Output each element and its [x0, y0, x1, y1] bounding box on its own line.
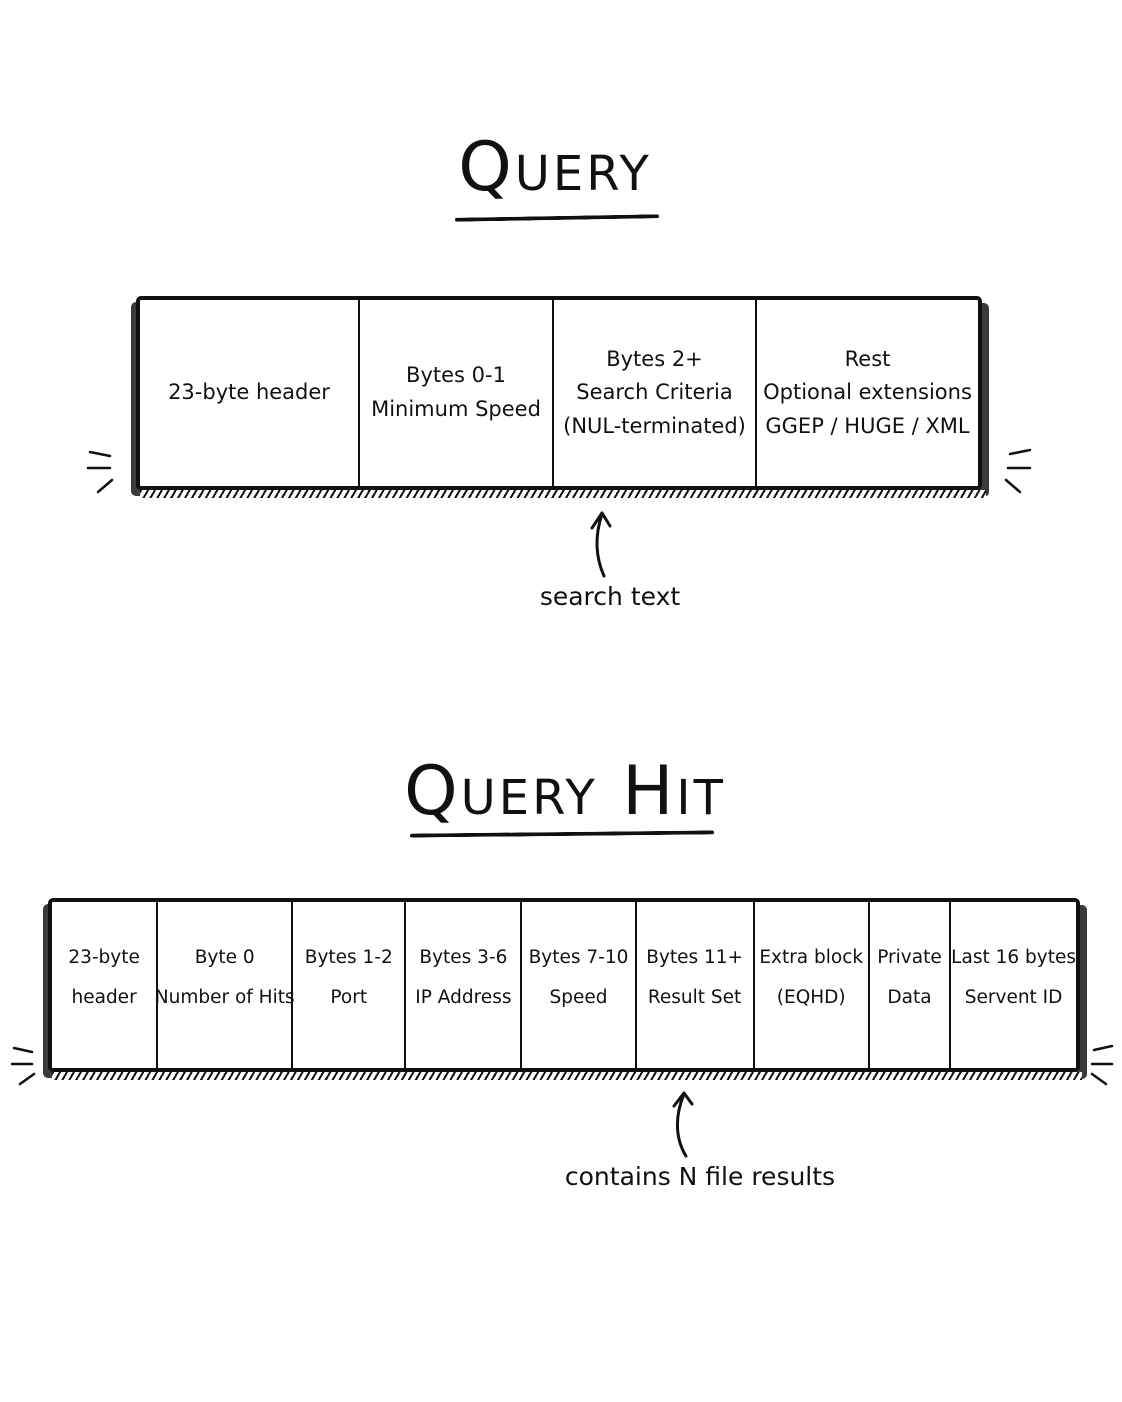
cell-line: Bytes 0-1: [406, 363, 506, 388]
cell-line: GGEP / HUGE / XML: [765, 413, 970, 438]
query-spark-left-icon: [86, 450, 114, 494]
cell-line: 23-byte: [68, 947, 140, 968]
cell-line: Minimum Speed: [371, 397, 541, 421]
query-cell-search-criteria: Bytes 2+ Search Criteria (NUL-terminated…: [554, 300, 757, 486]
cell-line: header: [71, 986, 137, 1008]
query-hit-title: Query Hit: [360, 752, 770, 842]
query-hit-packet-shadow-hatch: [52, 1072, 1082, 1080]
cell-line: 23-byte header: [168, 380, 330, 405]
query-hit-spark-right-icon: [1090, 1044, 1114, 1086]
cell-line: IP Address: [415, 986, 512, 1008]
query-arrow-up-icon: [590, 511, 612, 578]
cell-line: Number of Hits: [154, 986, 295, 1008]
query-hit-cell-private-data: Private Data: [870, 902, 952, 1068]
cell-line: Data: [887, 986, 932, 1008]
query-spark-right-icon: [1004, 448, 1032, 494]
query-hit-packet: 23-byte header Byte 0 Number of Hits Byt…: [48, 898, 1080, 1072]
cell-line: Private: [877, 947, 942, 968]
query-hit-cell-ip-address: Bytes 3-6 IP Address: [406, 902, 523, 1068]
query-hit-annotation: contains N file results: [564, 1162, 836, 1191]
query-packet: 23-byte header Bytes 0-1 Minimum Speed B…: [136, 296, 982, 490]
cell-line: Bytes 7-10: [528, 947, 629, 968]
cell-line: Search Criteria: [576, 380, 733, 405]
cell-line: Port: [330, 986, 368, 1008]
cell-line: Servent ID: [964, 986, 1063, 1008]
cell-line: Optional extensions: [763, 380, 972, 405]
query-cell-min-speed: Bytes 0-1 Minimum Speed: [360, 300, 554, 486]
cell-line: Bytes 11+: [646, 947, 744, 968]
cell-line: (NUL-terminated): [563, 413, 746, 438]
query-hit-cell-speed: Bytes 7-10 Speed: [522, 902, 637, 1068]
query-hit-cell-number-of-hits: Byte 0 Number of Hits: [154, 902, 295, 1068]
cell-line: Result Set: [647, 986, 742, 1008]
query-hit-arrow-up-icon: [672, 1091, 694, 1158]
query-cell-rest: Rest Optional extensions GGEP / HUGE / X…: [757, 300, 978, 486]
query-cell-header: 23-byte header: [140, 300, 360, 486]
cell-line: Speed: [549, 986, 608, 1008]
cell-line: Rest: [844, 346, 891, 371]
cell-line: Bytes 2+: [606, 346, 703, 371]
query-title: Query: [420, 128, 690, 218]
query-hit-cell-extra-block: Extra block (EQHD): [755, 902, 870, 1068]
query-hit-cell-result-set: Bytes 11+ Result Set: [637, 902, 755, 1068]
query-hit-cell-port: Bytes 1-2 Port: [293, 902, 407, 1068]
query-title-text: Query: [458, 128, 652, 207]
query-hit-title-text: Query Hit: [404, 752, 726, 831]
cell-line: (EQHD): [776, 986, 846, 1008]
query-hit-spark-left-icon: [10, 1046, 36, 1086]
cell-line: Last 16 bytes: [951, 947, 1076, 968]
query-annotation: search text: [539, 582, 681, 611]
cell-line: Bytes 1-2: [304, 947, 393, 968]
query-packet-shadow-hatch: [140, 490, 986, 498]
cell-line: Bytes 3-6: [419, 947, 508, 968]
query-hit-cell-servent-id: Last 16 bytes Servent ID: [951, 902, 1076, 1068]
cell-line: Byte 0: [194, 947, 255, 968]
cell-line: Extra block: [759, 947, 864, 968]
query-hit-cell-header: 23-byte header: [52, 902, 159, 1068]
